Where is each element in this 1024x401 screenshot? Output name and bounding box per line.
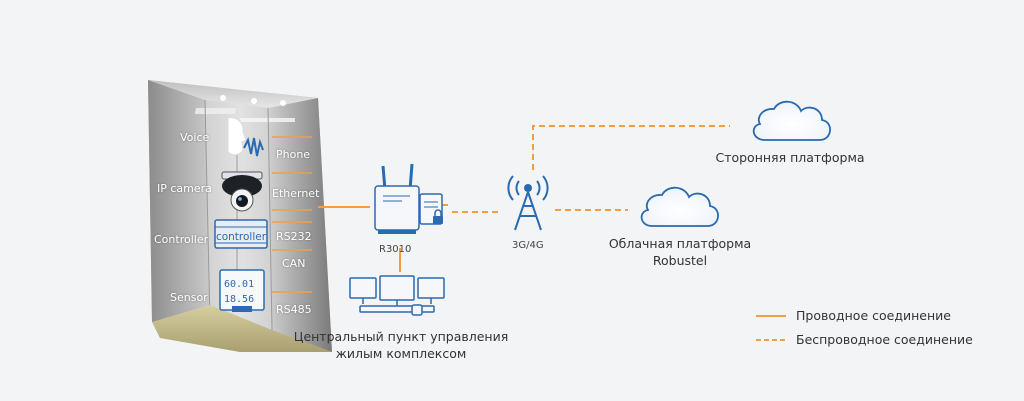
cloud-robustel-line1: Облачная платформа: [608, 236, 752, 251]
wireless-links: [452, 125, 730, 213]
interface-ethernet: Ethernet: [272, 187, 320, 200]
interface-marks: [272, 136, 312, 293]
control-center-label: Центральный пункт управления жилым компл…: [286, 328, 516, 362]
source-controller: Controller: [154, 233, 209, 246]
source-voice: Voice: [180, 131, 210, 144]
controller-icon-label: controller: [216, 231, 267, 243]
control-center-icon: [349, 275, 445, 316]
sensor-icon: 60.01 18.56: [219, 269, 265, 312]
cloud-robustel-icon: [640, 186, 719, 227]
cloud-third-party-icon: [752, 100, 831, 141]
router-r3010-icon: [374, 163, 420, 234]
interface-rs485: RS485: [276, 303, 312, 316]
interface-rs232: RS232: [276, 230, 312, 243]
cell-tower-icon: [507, 175, 549, 231]
elevator-cabin: [148, 80, 332, 352]
tower-label: 3G/4G: [512, 240, 544, 251]
control-center-line1: Центральный пункт управления: [293, 329, 509, 344]
cloud-third-party-label: Сторонняя платформа: [715, 150, 865, 165]
controller-icon: controller: [214, 219, 268, 249]
lock-terminal-icon: [419, 193, 443, 225]
cloud-robustel-line2: Robustel: [652, 253, 708, 268]
legend-wired-label: Проводное соединение: [796, 308, 951, 323]
ip-camera-icon: [221, 171, 263, 212]
sensor-reading-1: 60.01: [224, 279, 254, 290]
legend-wireless-label: Беспроводное соединение: [796, 332, 973, 347]
control-center-line2: жилым комплексом: [335, 346, 467, 361]
source-sensor: Sensor: [170, 291, 208, 304]
voice-face-icon: [227, 117, 264, 157]
interface-phone: Phone: [276, 148, 311, 161]
router-label: R3010: [379, 244, 412, 255]
sensor-reading-2: 18.56: [224, 294, 254, 305]
cloud-robustel-label: Облачная платформа Robustel: [595, 235, 765, 269]
legend: [756, 315, 786, 341]
source-ip-camera: IP camera: [157, 182, 212, 195]
interface-can: CAN: [282, 257, 306, 270]
